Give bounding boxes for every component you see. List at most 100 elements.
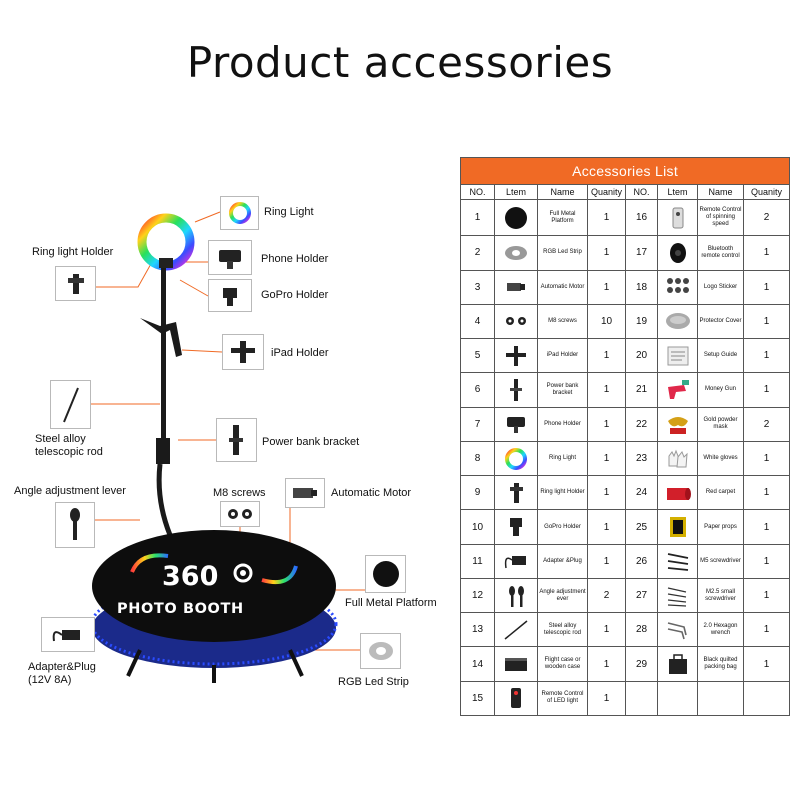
item-image: [657, 198, 698, 237]
item-quantity: 1: [742, 269, 791, 305]
col-header-quantity: Quanity: [587, 184, 626, 200]
gopro-holder-thumb: [208, 279, 252, 312]
item-name: Black quilted packing bag: [697, 646, 744, 682]
item-number: 7: [460, 406, 495, 442]
item-number: 4: [460, 303, 495, 340]
item-number: 18: [625, 269, 658, 305]
props-icon: [669, 517, 686, 538]
item-number: 20: [625, 338, 658, 374]
carpet-icon: [666, 487, 691, 500]
item-number: 10: [460, 509, 495, 545]
item-quantity: 1: [587, 612, 626, 648]
item-quantity: 1: [742, 612, 791, 648]
label-gopro-holder: GoPro Holder: [261, 289, 329, 301]
label-phone-holder: Phone Holder: [261, 253, 329, 265]
item-image: [657, 646, 698, 682]
gloves-icon: [668, 449, 688, 467]
item-name: Gold powder mask: [697, 406, 744, 442]
item-quantity: 1: [587, 680, 626, 717]
item-name: M8 screws: [537, 303, 588, 340]
money-gun-icon: [667, 379, 689, 399]
screwdriver-icon: [667, 553, 688, 572]
col-header-quantity-2: Quanity: [742, 184, 791, 200]
item-number: 23: [625, 440, 658, 477]
item-quantity: 2: [587, 577, 626, 614]
item-number: 3: [460, 269, 495, 305]
adapter-icon: [52, 629, 80, 641]
item-quantity: 1: [587, 198, 626, 237]
cover-icon: [665, 313, 690, 330]
item-number: 22: [625, 406, 658, 442]
phone-holder-icon: [507, 417, 525, 434]
item-image: [657, 372, 698, 408]
case-icon: [505, 658, 527, 672]
item-name: Ring light Holder: [537, 475, 588, 511]
ipad-holder-icon: [231, 341, 255, 363]
gopro-holder-icon: [223, 287, 237, 306]
item-quantity: 1: [587, 543, 626, 579]
item-number: 2: [460, 235, 495, 271]
item-number: 6: [460, 372, 495, 408]
item-number: 21: [625, 372, 658, 408]
label-m8-screws: M8 screws: [213, 487, 266, 499]
item-quantity: 1: [742, 646, 791, 682]
ipad-holder-thumb: [222, 334, 264, 370]
item-image: [494, 646, 538, 682]
item-number: 27: [625, 577, 658, 614]
item-quantity: 1: [742, 372, 791, 408]
item-name: Automatic Motor: [537, 269, 588, 305]
platform-icon: [505, 206, 527, 229]
led-strip-icon: [368, 642, 393, 660]
steel-rod-icon: [62, 387, 79, 422]
item-image: [657, 612, 698, 648]
ring-light-holder-thumb: [55, 266, 96, 301]
label-ring-light-holder: Ring light Holder: [32, 246, 114, 258]
item-name: Ring Light: [537, 440, 588, 477]
item-image: [494, 680, 538, 717]
item-image: [494, 440, 538, 477]
item-name: Remote Control of spinning speed: [697, 198, 744, 237]
item-name: Setup Guide: [697, 338, 744, 374]
power-bank-bracket-icon: [228, 425, 243, 455]
item-quantity: 1: [587, 269, 626, 305]
phone-holder-icon: [219, 249, 241, 269]
bracket-icon: [510, 378, 522, 401]
product-illustration: 360 PHOTO BOOTH Ring: [14, 196, 437, 688]
item-quantity: 1: [742, 577, 791, 614]
automatic-motor-thumb: [285, 478, 325, 508]
rgb-strip-thumb: [360, 633, 401, 669]
platform-top: [92, 530, 336, 642]
lever-icon: [509, 585, 524, 607]
label-adapter-line1: Adapter&Plug: [28, 661, 96, 673]
item-image: [494, 235, 538, 271]
sticker-icon: [666, 278, 689, 294]
ring-light-thumb: [220, 196, 259, 230]
item-number: 14: [460, 646, 495, 682]
telescopic-rod-drawing: [161, 268, 166, 438]
item-quantity: 1: [587, 646, 626, 682]
item-number: 17: [625, 235, 658, 271]
item-name: GoPro Holder: [537, 509, 588, 545]
item-number: 9: [460, 475, 495, 511]
m8-screws-icon: [228, 509, 252, 519]
item-name: Phone Holder: [537, 406, 588, 442]
item-quantity: 1: [587, 372, 626, 408]
label-adapter-line2: (12V 8A): [28, 674, 72, 686]
label-rgb-strip: RGB Led Strip: [338, 676, 409, 688]
item-image: [494, 475, 538, 511]
accessories-list-title: Accessories List: [459, 157, 791, 185]
empty-cell: [742, 680, 791, 717]
item-image: [494, 372, 538, 408]
item-quantity: 1: [742, 338, 791, 374]
item-image: [494, 612, 538, 648]
item-quantity: 1: [587, 509, 626, 545]
ring-light-icon: [228, 202, 251, 224]
